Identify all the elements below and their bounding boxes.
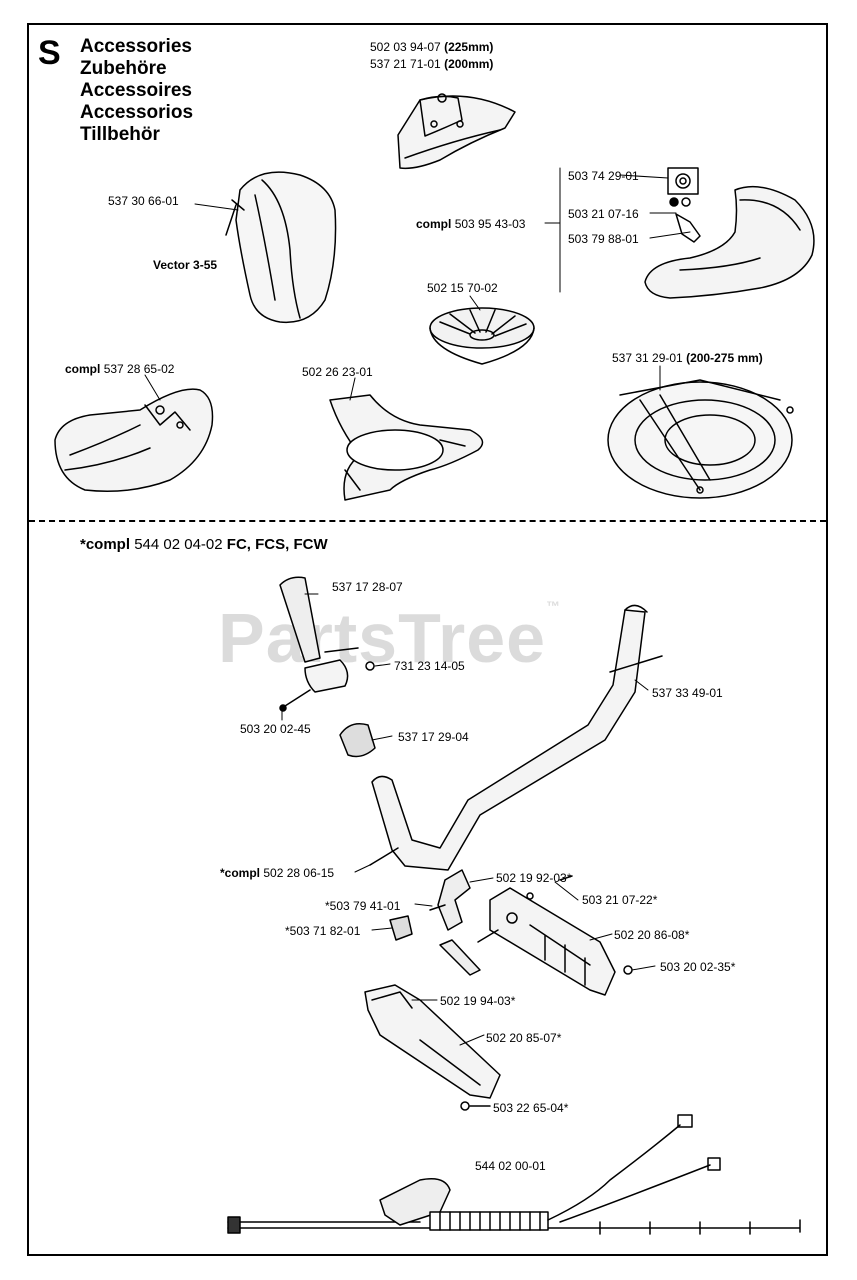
label-50320023: 503 20 02-35*: [660, 960, 736, 974]
title-es: Accessorios: [80, 102, 194, 123]
label-handle-compl: *compl 544 02 04-02 FC, FCS, FCW: [80, 536, 328, 553]
label-bar-compl: *compl 502 28 06-15: [220, 866, 335, 880]
label-kit-a: 503 74 29-01: [568, 169, 639, 183]
label-bolt: 503 20 02-45: [240, 722, 311, 736]
label-guard-compl: compl 537 28 65-02: [65, 362, 175, 376]
section-divider: [29, 520, 826, 522]
label-cable: 544 02 00-01: [475, 1159, 546, 1173]
label-50379411: *503 79 41-01: [325, 899, 401, 913]
label-guard-225: 502 03 94-07 (225mm): [370, 40, 494, 54]
large-guard-drawing: [607, 379, 794, 499]
support-cup-drawing: [429, 307, 535, 365]
page-frame: [27, 23, 828, 1256]
label-50371820: *503 71 82-01: [285, 924, 361, 938]
title-sv: Tillbehör: [80, 124, 160, 145]
label-50321072: 503 21 07-22*: [582, 893, 658, 907]
trimmer-guard-right-drawing: [644, 167, 815, 299]
label-kit-c: 503 79 88-01: [568, 232, 639, 246]
section-letter: S: [38, 34, 61, 72]
leader-lines: [144, 167, 691, 1046]
label-clamp: 537 17 29-04: [398, 730, 469, 744]
label-guard-200: 537 21 71-01 (200mm): [370, 57, 494, 71]
label-big-guard: 537 31 29-01 (200-275 mm): [612, 351, 763, 365]
label-nut: 731 23 14-05: [394, 659, 465, 673]
label-kit-b: 503 21 07-16: [568, 207, 639, 221]
blade-guard-drawing: [329, 394, 484, 501]
title-en: Accessories: [80, 36, 192, 57]
label-50219940: 502 19 94-03*: [440, 994, 516, 1008]
label-50220857: 502 20 85-07*: [486, 1031, 562, 1045]
trimmer-guard-small-drawing: [397, 93, 516, 170]
label-50220868: 502 20 86-08*: [614, 928, 690, 942]
label-vector: Vector 3-55: [153, 258, 218, 272]
section-titles: Accessories Zubehöre Accessoires Accesso…: [80, 36, 193, 146]
label-50322654: 503 22 65-04*: [493, 1101, 569, 1115]
label-grip-left: 537 17 28-07: [332, 580, 403, 594]
guard-compl-drawing: [54, 388, 214, 492]
label-blade-guard: 502 26 23-01: [302, 365, 373, 379]
label-compl-kit: compl 503 95 43-03: [416, 217, 526, 231]
harness-bag-drawing: [225, 171, 337, 324]
title-fr: Accessoires: [80, 80, 192, 101]
throttle-parts-drawing: [364, 869, 633, 1111]
label-handlebar: 537 33 49-01: [652, 686, 723, 700]
throttle-cable-drawing: [227, 1114, 801, 1235]
handle-assembly-drawing: [279, 576, 663, 871]
partstree-watermark: PartsTree™: [218, 598, 562, 677]
label-harness-bag: 537 30 66-01: [108, 194, 179, 208]
label-cup: 502 15 70-02: [427, 281, 498, 295]
label-50219923: 502 19 92-03*: [496, 871, 572, 885]
title-de: Zubehöre: [80, 58, 167, 79]
